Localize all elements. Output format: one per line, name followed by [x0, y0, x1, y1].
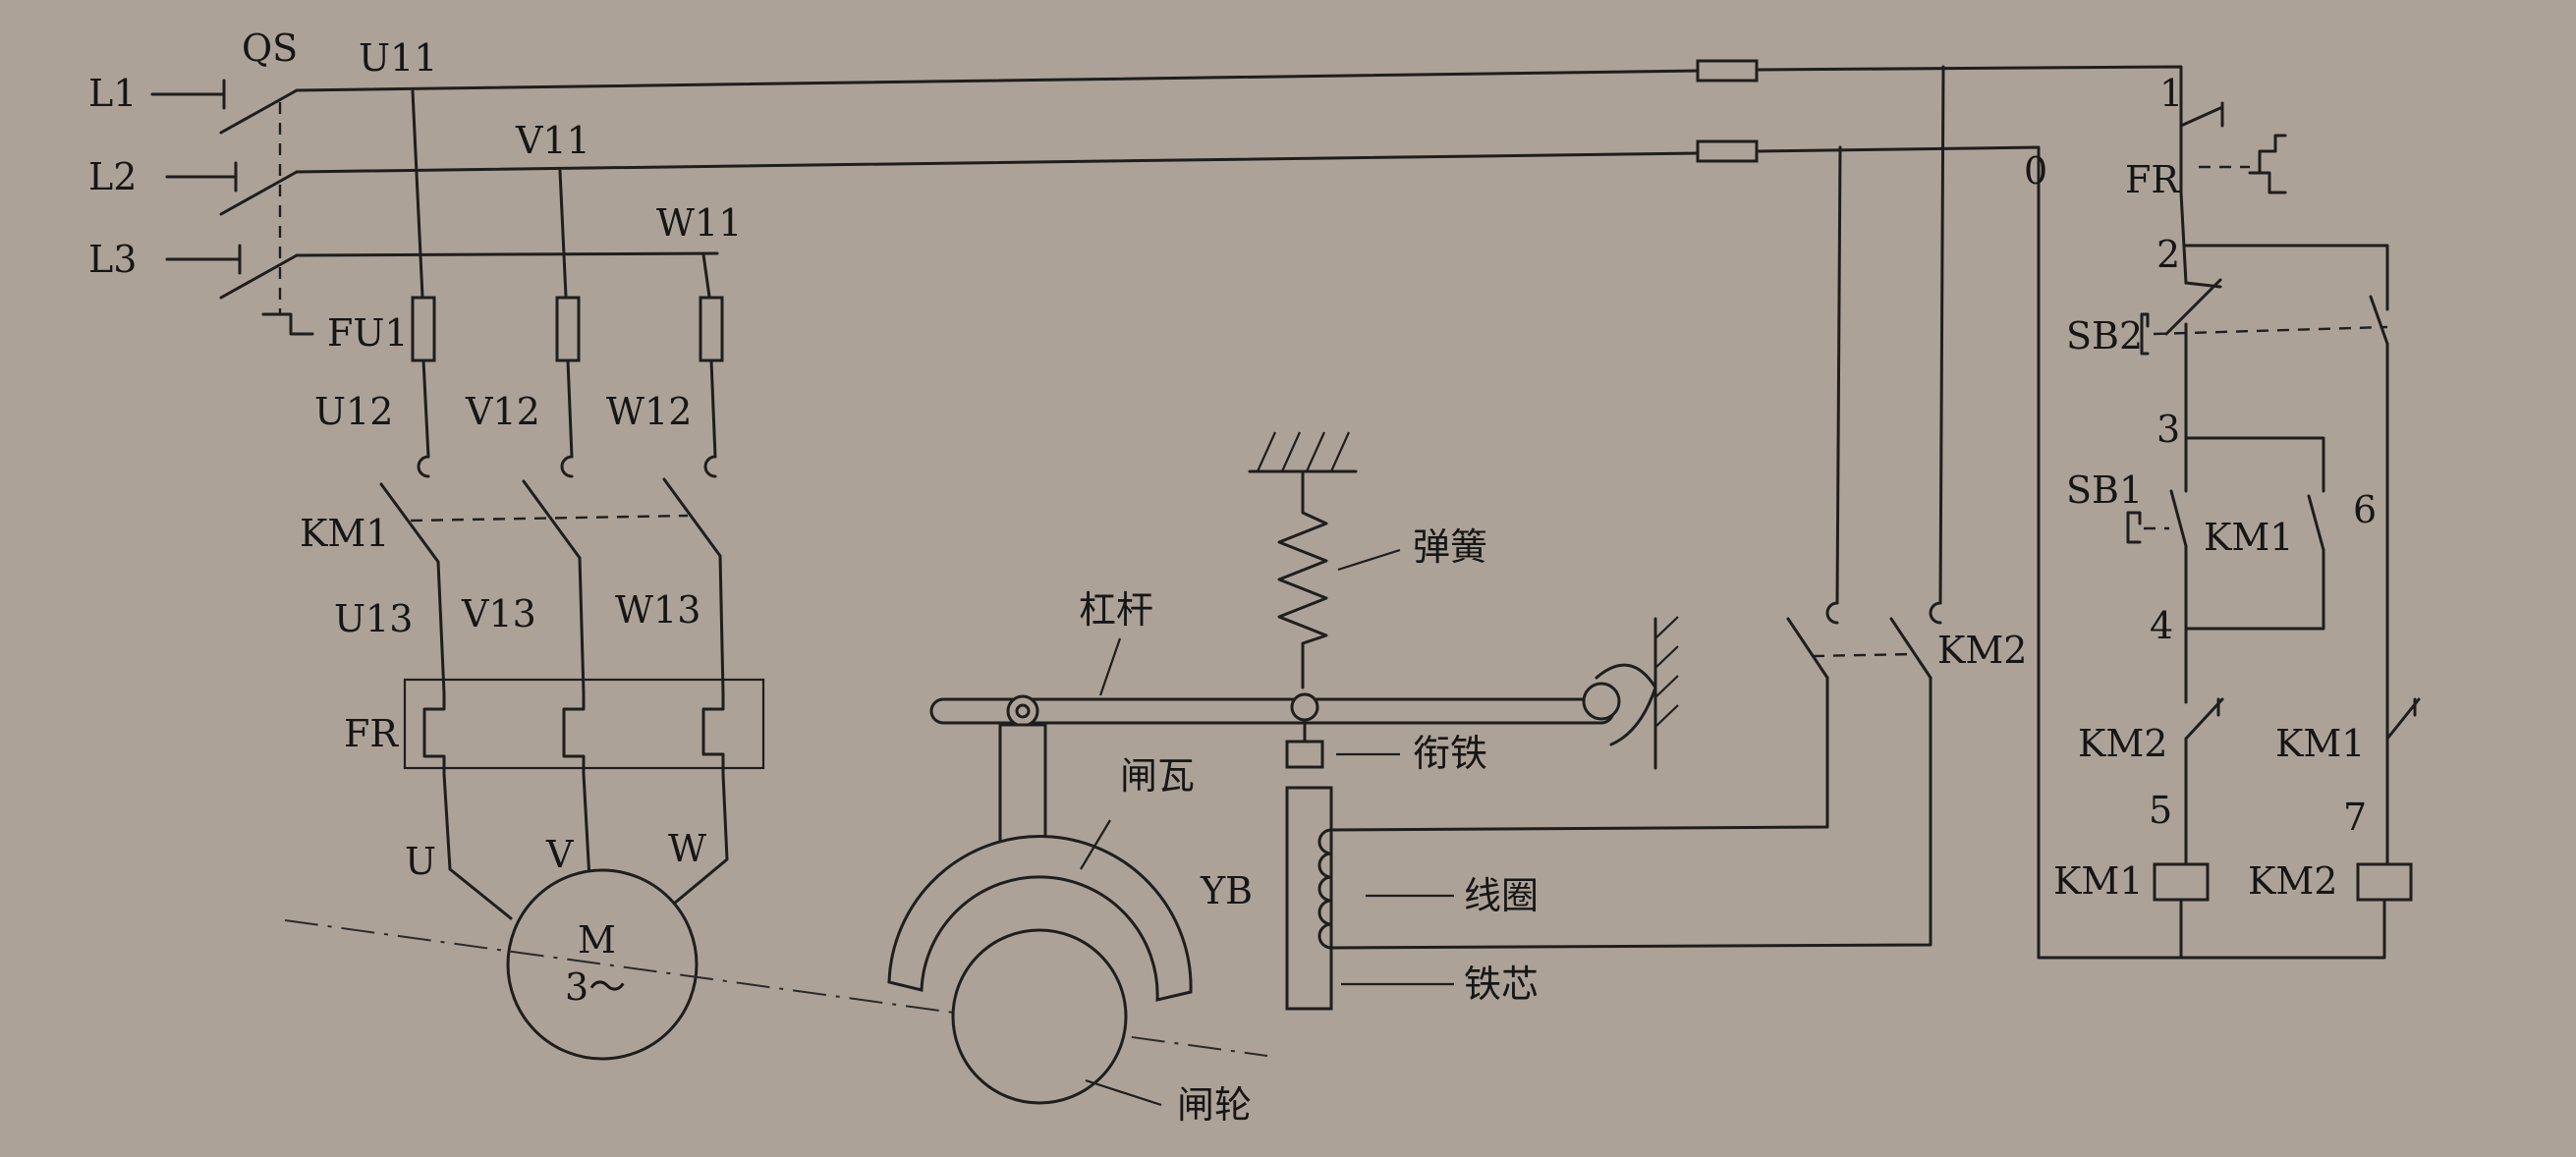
label-w11: W11 — [656, 201, 742, 245]
label-coil-km2: KM2 — [2248, 859, 2337, 903]
motor-m — [506, 868, 699, 1061]
label-u: U — [405, 840, 436, 883]
brake-mechanism: 弹簧 杠杆 衔铁 闸瓦 闸轮 YB 线圈 — [887, 431, 1932, 1127]
label-armature: 衔铁 — [1413, 732, 1487, 775]
label-u12: U12 — [314, 390, 393, 433]
control-circuit: FR 2 SB2 3 SB1 KM1 6 4 — [2053, 82, 2421, 960]
node-5: 5 — [2149, 789, 2172, 832]
label-sb1: SB1 — [2066, 468, 2143, 512]
label-km1-main: KM1 — [300, 512, 389, 555]
label-km2-interlock: KM2 — [2078, 722, 2167, 765]
label-spring: 弹簧 — [1413, 525, 1487, 569]
label-core: 铁芯 — [1464, 963, 1539, 1006]
label-l3: L3 — [88, 238, 137, 281]
motor-phase: 3～ — [565, 965, 626, 1009]
label-sb2: SB2 — [2066, 314, 2143, 358]
label-v13: V13 — [461, 592, 536, 635]
km1-fixed-contact-w — [703, 455, 717, 478]
label-km1-holding: KM1 — [2204, 516, 2293, 559]
label-km1-interlock: KM1 — [2275, 722, 2365, 765]
label-w: W — [668, 827, 706, 870]
label-u13: U13 — [334, 597, 413, 640]
coil-km2 — [2356, 862, 2413, 902]
node-7: 7 — [2343, 796, 2367, 839]
node-6: 6 — [2353, 488, 2377, 531]
brake-shoe — [887, 834, 1193, 1002]
supply-inputs: L1 L2 L3 QS — [88, 27, 298, 281]
fuse-fu1-v — [555, 296, 581, 362]
label-v11: V11 — [515, 119, 590, 162]
label-km2-brake: KM2 — [1937, 629, 2027, 672]
label-fr-main: FR — [344, 712, 399, 755]
control-fuse-1 — [1696, 59, 1759, 83]
brake-wheel — [951, 928, 1128, 1105]
label-fr-ctrl: FR — [2125, 158, 2180, 201]
label-v12: V12 — [465, 390, 540, 433]
label-coil-km1: KM1 — [2053, 859, 2143, 903]
spring — [1277, 469, 1328, 689]
fuse-fu1-w — [699, 296, 724, 362]
label-w12: W12 — [606, 390, 692, 433]
label-yb: YB — [1200, 869, 1253, 912]
label-lever: 杠杆 — [1079, 588, 1153, 632]
coil-km1 — [2153, 862, 2210, 902]
label-l1: L1 — [88, 72, 137, 115]
node-0: 0 — [2024, 149, 2047, 193]
km1-fixed-contact-v — [560, 455, 574, 478]
node-2: 2 — [2156, 233, 2180, 276]
armature — [1285, 740, 1324, 769]
km1-fixed-contact-u — [417, 455, 430, 478]
label-coil: 线圈 — [1464, 874, 1539, 917]
label-u11: U11 — [359, 36, 437, 80]
fuse-fu1-u — [411, 296, 436, 362]
label-qs: QS — [242, 27, 298, 70]
label-v: V — [545, 833, 574, 876]
node-1: 1 — [2159, 72, 2183, 115]
km2-brake-contacts: KM2 — [1786, 65, 2027, 680]
main-buses: 0 1 — [295, 59, 2183, 960]
motor-symbol: M — [578, 918, 616, 962]
label-brake-wheel: 闸轮 — [1177, 1083, 1252, 1127]
power-circuit: U11 V11 W11 FU1 U12 V12 W12 KM1 U13 V13 … — [300, 36, 765, 1061]
label-l2: L2 — [88, 155, 137, 198]
control-fuse-2 — [1696, 139, 1759, 163]
label-w13: W13 — [615, 588, 700, 632]
label-brake-shoe: 闸瓦 — [1120, 754, 1195, 798]
qs-switch — [219, 88, 314, 336]
node-4: 4 — [2150, 604, 2173, 647]
label-fu1: FU1 — [327, 311, 409, 355]
coil-yb — [1317, 828, 1333, 950]
node-3: 3 — [2156, 408, 2180, 451]
